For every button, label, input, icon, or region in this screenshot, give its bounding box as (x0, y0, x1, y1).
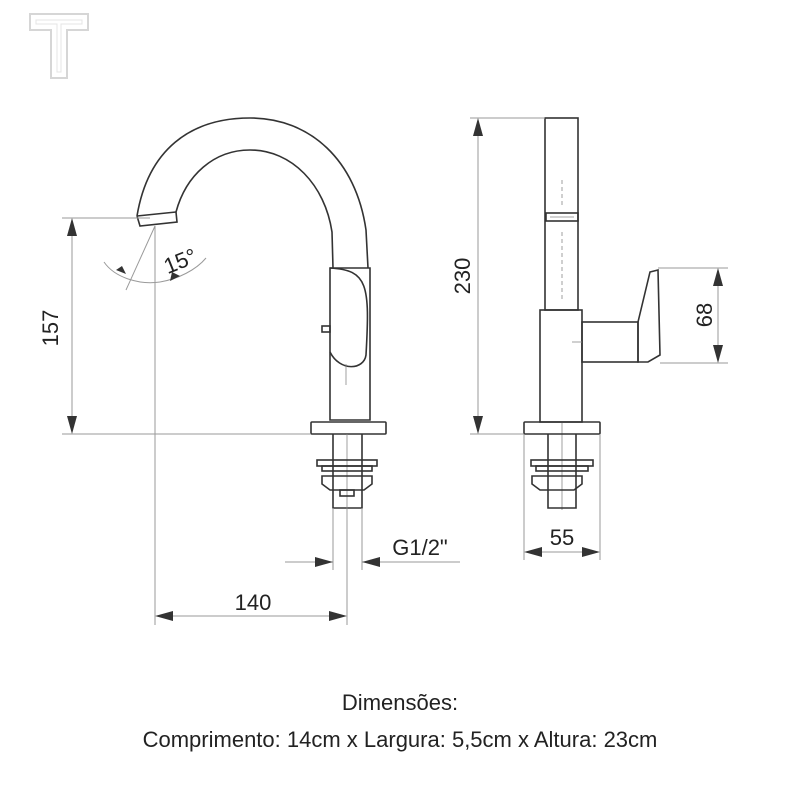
side-spout (544, 117, 579, 311)
caption-text: Comprimento: 14cm x Largura: 5,5cm x Alt… (142, 727, 658, 752)
front-view (136, 117, 387, 520)
side-view (523, 117, 661, 510)
side-base-flange (523, 421, 601, 435)
handle-height-label: 68 (692, 303, 717, 327)
mounting-nut (321, 475, 373, 491)
spout-tip (136, 211, 178, 227)
handle-pin (321, 325, 331, 333)
angle-label: 15° (160, 243, 200, 279)
spout-outer-curve (136, 117, 369, 269)
faucet-body (329, 267, 371, 421)
reach-label: 140 (235, 590, 272, 615)
side-body (539, 309, 583, 423)
side-handle-hub (581, 321, 639, 363)
width-dimension: 55 (523, 434, 601, 560)
spout-inner-curve (175, 149, 334, 269)
reach-dimension: 140 (155, 520, 348, 625)
dimensions-caption: Dimensões: Comprimento: 14cm x Largura: … (0, 686, 800, 760)
thread-dimension: G1/2" (285, 508, 460, 570)
total-height-dimension: 230 (450, 117, 545, 435)
aerator (545, 212, 579, 222)
side-handle-lever (637, 268, 661, 363)
spout-height-dimension: 157 (38, 217, 311, 435)
base-flange (310, 421, 387, 435)
caption-title: Dimensões: (341, 690, 459, 715)
spout-height-label: 157 (38, 310, 63, 347)
brand-logo (29, 13, 89, 79)
washer-mid (321, 465, 373, 472)
width-label: 55 (550, 525, 574, 550)
total-height-label: 230 (450, 258, 475, 295)
handle-height-dimension: 68 (658, 267, 728, 364)
faucet-technical-drawing: 15° 157 140 G1/2" (29, 13, 728, 625)
thread-label: G1/2" (392, 535, 448, 560)
handle-lever (329, 267, 369, 368)
